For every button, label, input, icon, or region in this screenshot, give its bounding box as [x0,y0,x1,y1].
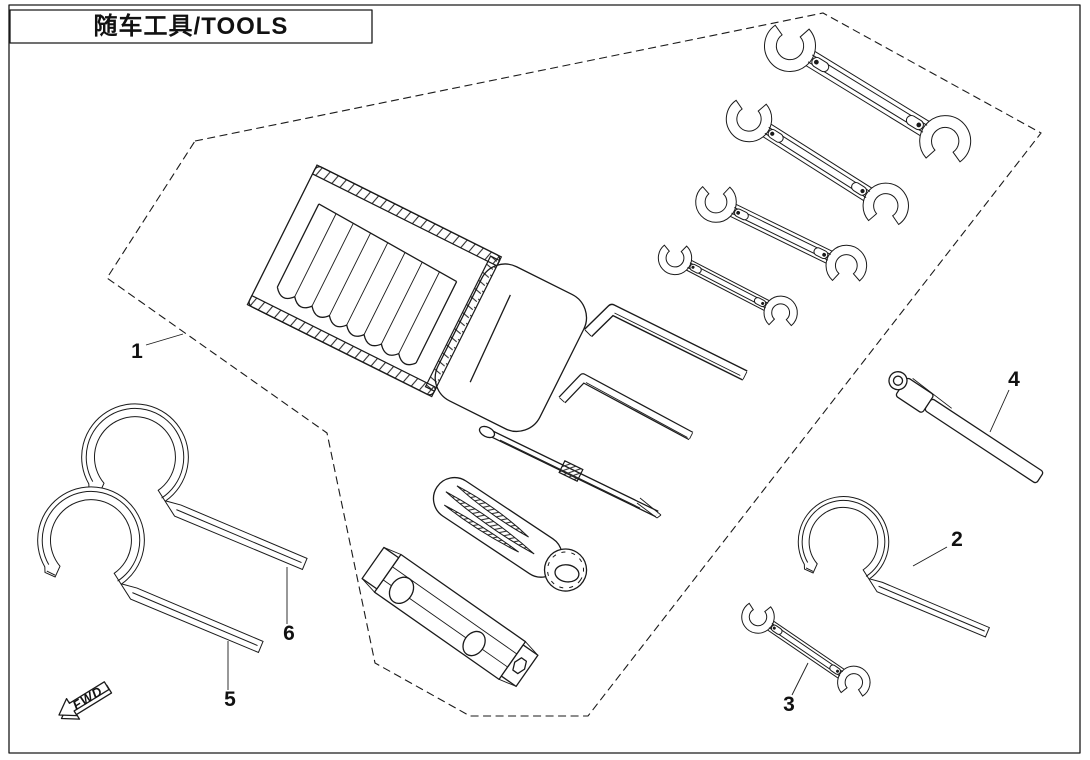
hook-spanner-5 [37,486,264,653]
leader-line-2 [912,546,948,567]
small-open-end-wrench [734,593,877,706]
blade-hex-grip [558,459,584,483]
hex-key-large [583,303,748,381]
pouch-stitch-side [424,255,501,392]
title-box: 随车工具/TOOLS [9,9,373,44]
tommy-bar-hole [388,576,415,605]
callout-1: 1 [131,340,143,363]
callout-4: 4 [1008,368,1020,391]
tool-pouch [246,164,588,433]
hook-spanner-6 [81,403,308,570]
fwd-arrow-shape [58,681,110,717]
page-title: 随车工具/TOOLS [94,12,289,40]
phillips-tip [636,497,662,519]
leader-line-3 [791,662,809,696]
hex-key-small [558,373,694,441]
spark-plug-socket [361,546,539,688]
socket-hex-opening [512,657,528,675]
leader-line-4 [989,389,1010,433]
callout-5: 5 [224,688,236,711]
kit-outline [106,12,1042,717]
leader-line-1 [145,333,184,346]
pouch-stitch-bottom [246,294,438,398]
tommy-bar-rod [888,371,1044,484]
page-border [8,4,1081,754]
fwd-arrow: FWD [58,681,113,720]
screwdriver-blade [478,425,662,519]
screwdriver-handle [432,476,588,592]
handle-flute [445,491,535,555]
callout-6: 6 [283,622,295,645]
handle-flute [443,504,519,553]
flat-blade-tip [478,425,496,439]
tommy-bar-hole [462,630,486,657]
callout-3: 3 [783,693,795,716]
callout-2: 2 [951,528,963,551]
handle-flute [456,485,529,538]
open-end-wrench-4 [651,234,804,336]
hook-spanner-2 [797,496,990,638]
